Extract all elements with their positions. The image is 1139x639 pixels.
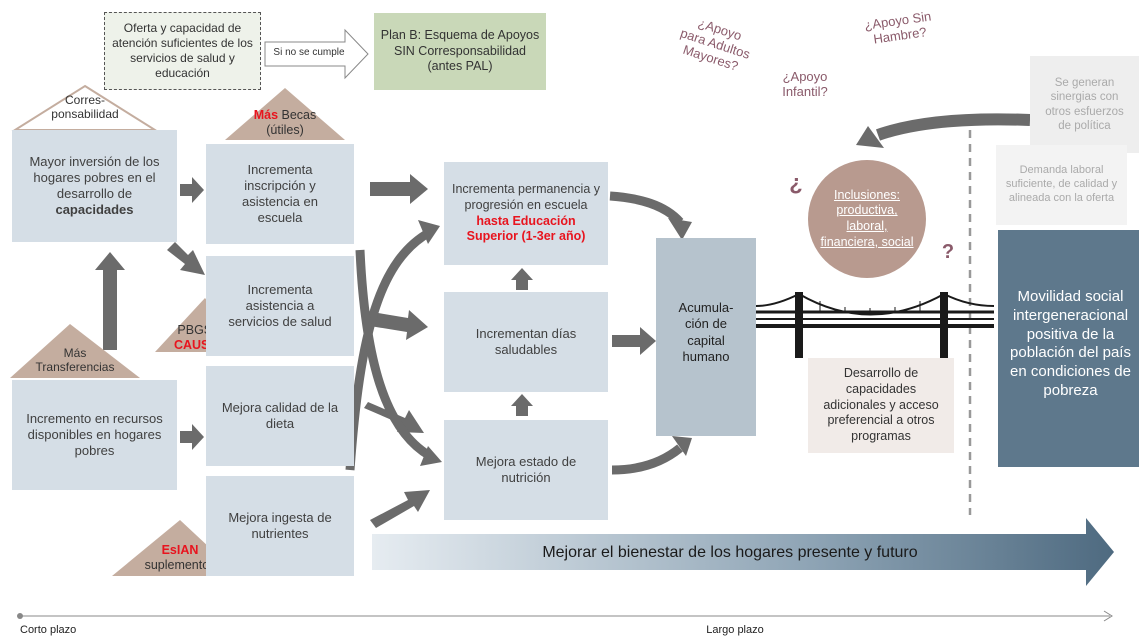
becas-label: Más Becas (útiles): [230, 108, 340, 138]
si-no-arrow: [264, 28, 369, 80]
q-infantil-2: Infantil?: [782, 83, 828, 99]
inversion-bold: capacidades: [55, 202, 134, 218]
demanda-text: Demanda laboral suficiente, de calidad y…: [1005, 164, 1118, 204]
bienestar-label: Mejorar el bienestar de los hogares pres…: [542, 544, 918, 561]
arrow-col1-dieta: [180, 424, 204, 450]
q-infantil-1: ¿Apoyo: [782, 69, 828, 84]
inversion-box: Mayor inversión de los hogares pobres en…: [12, 130, 177, 242]
inversion-l2: hogares pobres en el: [33, 169, 156, 185]
inscripcion-text: Incrementa inscripción y asistencia en e…: [242, 161, 318, 226]
mas-l2: Transferencias: [35, 360, 115, 375]
largo-plazo-label: Largo plazo: [706, 624, 764, 636]
salud-box: Incrementa asistencia a servicios de sal…: [206, 256, 354, 356]
dieta-box: Mejora calidad de la dieta: [206, 366, 354, 466]
sinergias-box: Se generan sinergias con otros esfuerzos…: [1030, 56, 1139, 153]
inv-question-mark: ¿: [789, 170, 803, 195]
becas-rest: Becas: [278, 108, 317, 122]
bridge-icon: [755, 292, 995, 358]
triangle-becas: [225, 88, 345, 140]
corres-l2: ponsabilidad: [51, 107, 119, 122]
corres-l1: Corres-: [64, 93, 105, 107]
arrow-nutrientes-nutricion: [370, 490, 430, 528]
transferencias-label: Más Transferencias: [15, 346, 135, 375]
arrow-salud-dias: [370, 310, 428, 340]
becas-l2: (útiles): [266, 123, 304, 137]
inclusiones-text: Inclusiones: productiva, laboral, financ…: [820, 187, 914, 249]
acumulacion-box: Acumula-ción de capital humano: [656, 238, 756, 436]
nutrientes-text: Mejora ingesta de nutrientes: [228, 509, 332, 541]
oferta-box: Oferta y capacidad de atención suficient…: [104, 12, 261, 90]
dias-box: Incrementan días saludables: [444, 292, 608, 392]
arrow-up-dias: [511, 268, 533, 290]
arrow-up-nutricion: [511, 394, 533, 416]
movilidad-text: Movilidad social intergeneracional posit…: [1010, 288, 1131, 399]
question-mark: ?: [941, 241, 955, 263]
movilidad-box: Movilidad social intergeneracional posit…: [998, 230, 1139, 467]
becas-red: Más: [253, 108, 279, 122]
esian-label: EsIAN suplementos: [120, 543, 240, 573]
corres-label: Corres- ponsabilidad: [30, 93, 140, 122]
arrow-inscripcion-permanencia: [370, 174, 428, 204]
recursos-text: Incremento en recursos disponibles en ho…: [26, 410, 163, 459]
inversion-l3: desarrollo de: [56, 186, 133, 201]
arrow-up-col1: [95, 252, 125, 350]
sinergias-text: Se generan sinergias con otros esfuerzos…: [1045, 76, 1124, 132]
permanencia-text: Incrementa permanencia y progresión en e…: [452, 182, 600, 212]
timeline-dot: [17, 613, 23, 619]
nutricion-box: Mejora estado de nutrición: [444, 420, 608, 520]
inclusiones-circle: Inclusiones: productiva, laboral, financ…: [808, 160, 926, 278]
si-no-label: Si no se cumple: [273, 47, 345, 58]
permanencia-box: Incrementa permanencia y progresión en e…: [444, 162, 608, 265]
permanencia-red: hasta Educación Superior (1-3er año): [466, 213, 586, 244]
esian-red: EsIAN: [161, 543, 199, 557]
dieta-text: Mejora calidad de la dieta: [221, 399, 339, 431]
desarrollo-text: Desarrollo de capacidades adicionales y …: [823, 366, 939, 443]
mas-l1: Más: [63, 346, 87, 360]
acumulacion-text: Acumula-ción de capital humano: [678, 300, 734, 364]
plan-b-box: Plan B: Esquema de Apoyos SIN Correspons…: [374, 13, 546, 90]
plan-b-text: Plan B: Esquema de Apoyos SIN Correspons…: [380, 28, 540, 74]
inversion-l1: Mayor inversión de los: [29, 153, 160, 169]
corto-plazo-label: Corto plazo: [20, 624, 77, 636]
triangle-transferencias: [10, 324, 140, 378]
esian-l2: suplementos: [144, 558, 216, 572]
arrow-dias-acumulacion: [612, 327, 656, 355]
question-infantil: ¿Apoyo Infantil?: [773, 69, 837, 100]
dias-text: Incrementan días saludables: [475, 325, 577, 357]
nutricion-text: Mejora estado de nutrición: [475, 453, 577, 485]
salud-text: Incrementa asistencia a servicios de sal…: [228, 281, 332, 330]
nutrientes-box: Mejora ingesta de nutrientes: [206, 476, 354, 576]
desarrollo-box: Desarrollo de capacidades adicionales y …: [808, 358, 954, 453]
oferta-text: Oferta y capacidad de atención suficient…: [112, 21, 253, 80]
recursos-box: Incremento en recursos disponibles en ho…: [12, 380, 177, 490]
bienestar-arrow: [372, 518, 1114, 586]
arrow-diag-salud: [167, 242, 205, 275]
inscripcion-box: Incrementa inscripción y asistencia en e…: [206, 144, 354, 244]
demanda-box: Demanda laboral suficiente, de calidad y…: [996, 145, 1127, 225]
arrow-col1-inscripcion: [180, 177, 204, 203]
